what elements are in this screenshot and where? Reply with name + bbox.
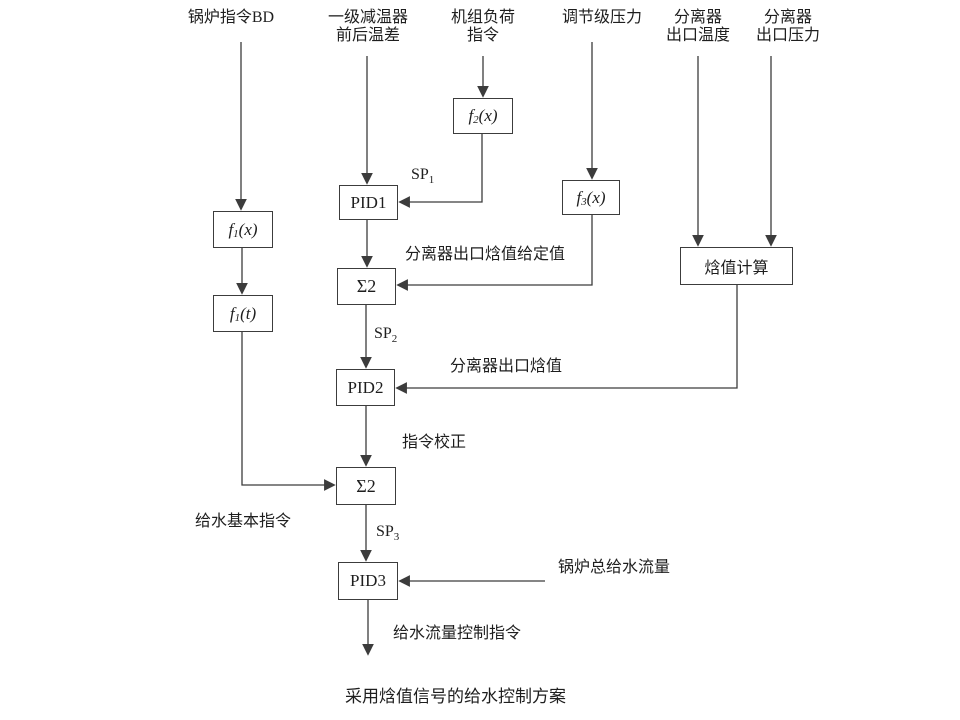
node-label: PID2 bbox=[347, 377, 384, 397]
label-text: SP bbox=[411, 166, 429, 183]
label-feedwater-flow-control-command: 给水流量控制指令 bbox=[393, 625, 522, 642]
node-label-sub: 3 bbox=[581, 195, 587, 208]
source-label-separator-outlet-pressure: 分离器 出口压力 bbox=[756, 9, 820, 45]
node-label: (x) bbox=[478, 106, 498, 125]
node-label: (x) bbox=[586, 187, 606, 207]
node-label: f bbox=[228, 219, 234, 239]
label-separator-outlet-enthalpy-setpoint: 分离器出口焓值给定值 bbox=[405, 246, 566, 263]
label-sp2: SP2 bbox=[374, 325, 398, 345]
node-label-sub: 1 bbox=[233, 227, 239, 240]
node-label: PID3 bbox=[350, 571, 386, 590]
node-pid2: PID2 bbox=[336, 369, 395, 406]
node-label: (x) bbox=[238, 219, 258, 239]
node-sum1: Σ2 bbox=[337, 268, 396, 305]
edge-f3x-to-sum1 bbox=[396, 215, 593, 291]
label-separator-outlet-enthalpy: 分离器出口焓值 bbox=[450, 358, 563, 375]
source-line: 指令 bbox=[466, 27, 500, 44]
source-label-governing-stage-pressure: 调节级压力 bbox=[562, 9, 642, 27]
source-line: 分离器 bbox=[673, 9, 723, 26]
source-label-separator-outlet-temp: 分离器 出口温度 bbox=[666, 9, 730, 45]
source-line: 一级减温器 bbox=[327, 9, 409, 26]
node-label: Σ2 bbox=[356, 475, 376, 496]
label-sub: 1 bbox=[428, 174, 435, 186]
node-label: f bbox=[468, 106, 474, 125]
label-sp1: SP1 bbox=[411, 166, 435, 186]
node-sum2: Σ2 bbox=[336, 467, 396, 505]
node-label-sub: 2 bbox=[473, 114, 479, 126]
node-label: PID1 bbox=[350, 192, 387, 212]
node-label: f bbox=[576, 187, 582, 207]
label-text: SP bbox=[374, 325, 392, 342]
label-sub: 2 bbox=[391, 333, 398, 345]
node-pid1: PID1 bbox=[339, 185, 398, 220]
node-enthalpy-calc: 焓值计算 bbox=[680, 247, 793, 285]
label-boiler-total-feedwater-flow: 锅炉总给水流量 bbox=[558, 559, 671, 576]
label-sub: 3 bbox=[393, 531, 400, 543]
source-line: 调节级压力 bbox=[561, 9, 643, 26]
source-label-boiler-command-bd: 锅炉指令BD bbox=[188, 9, 274, 27]
node-label: f bbox=[229, 303, 235, 323]
node-label: Σ2 bbox=[356, 276, 377, 296]
edge-enthalpy-calc-to-pid2 bbox=[395, 285, 738, 394]
source-line: 分离器 bbox=[763, 9, 813, 26]
source-line: 出口压力 bbox=[755, 27, 821, 44]
source-line: 前后温差 bbox=[335, 27, 401, 44]
edge-f2x-to-pid1-sp1 bbox=[398, 134, 483, 208]
source-label-unit-load-command: 机组负荷 指令 bbox=[451, 9, 515, 45]
node-pid3: PID3 bbox=[338, 562, 398, 600]
node-label: 焓值计算 bbox=[704, 260, 769, 277]
source-label-desuperheater-temp-diff: 一级减温器 前后温差 bbox=[328, 9, 408, 45]
label-command-correction: 指令校正 bbox=[402, 434, 467, 451]
source-line: 机组负荷 bbox=[450, 9, 516, 26]
diagram-caption: 采用焓值信号的给水控制方案 bbox=[345, 687, 566, 706]
label-sp3: SP3 bbox=[376, 523, 400, 543]
node-label-sub: 1 bbox=[234, 311, 241, 324]
source-line: 锅炉指令BD bbox=[187, 9, 275, 26]
node-label: (t) bbox=[240, 303, 257, 323]
edge-f1t-to-sum2 bbox=[241, 332, 336, 491]
label-text: SP bbox=[376, 523, 394, 540]
source-line: 出口温度 bbox=[665, 27, 731, 44]
label-feedwater-base-command: 给水基本指令 bbox=[195, 513, 292, 530]
